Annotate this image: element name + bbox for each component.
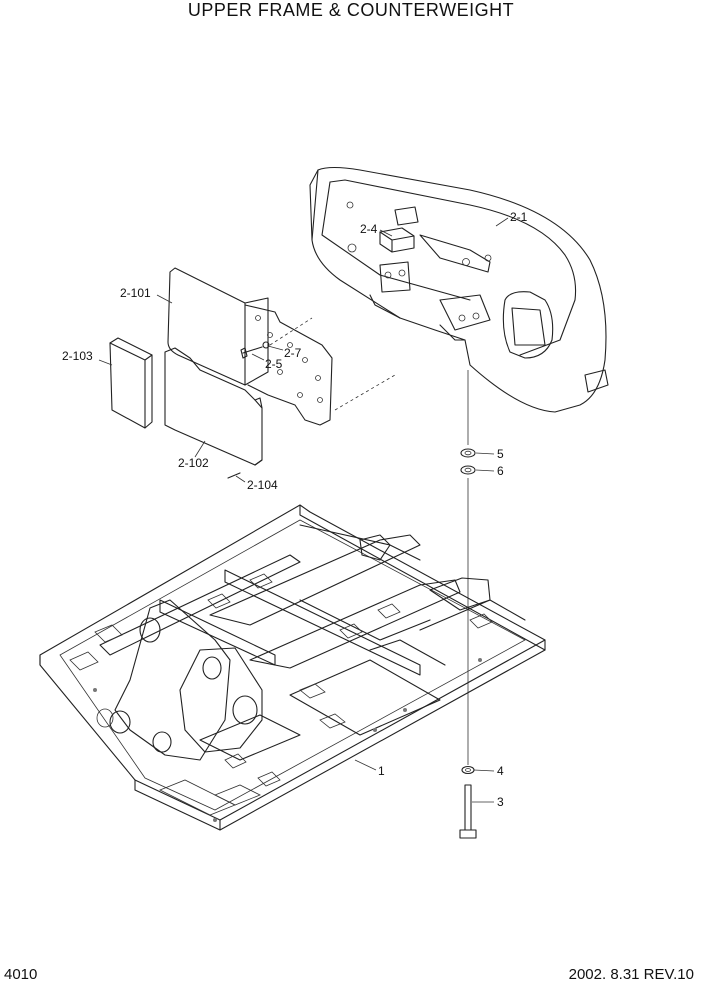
callout-4: 4 — [497, 764, 504, 778]
callout-2-104: 2-104 — [247, 478, 278, 492]
page-number: 4010 — [4, 966, 38, 983]
callout-2-7: 2-7 — [284, 346, 302, 360]
callout-6: 6 — [497, 464, 504, 478]
callout-1: 1 — [378, 764, 385, 778]
callout-2-101: 2-101 — [120, 286, 151, 300]
callout-5: 5 — [497, 447, 504, 461]
callout-2-1: 2-1 — [510, 210, 528, 224]
counterweight-part — [309, 166, 609, 413]
callout-3: 3 — [497, 795, 504, 809]
page-title: UPPER FRAME & COUNTERWEIGHT — [187, 0, 515, 20]
pad-part — [109, 337, 153, 429]
callout-2-102: 2-102 — [178, 456, 209, 470]
upper-frame-part — [39, 504, 546, 831]
mounting-bolt-assembly — [459, 370, 477, 839]
callout-2-4: 2-4 — [360, 222, 378, 236]
callout-2-103: 2-103 — [62, 349, 93, 363]
cover-plate-part — [167, 267, 396, 426]
panel-part — [164, 347, 263, 466]
revision-date: 2002. 8.31 REV.10 — [568, 966, 694, 983]
callout-2-5: 2-5 — [265, 357, 283, 371]
screw-part — [227, 472, 241, 479]
